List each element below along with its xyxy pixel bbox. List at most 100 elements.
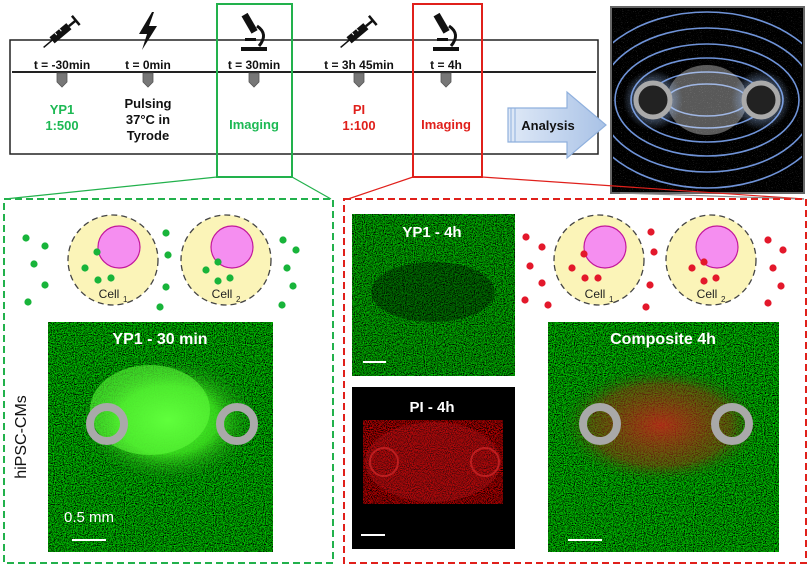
step-label: Tyrode: [127, 128, 169, 143]
yp1-4h-image: YP1 - 4h: [352, 214, 515, 376]
cell-label: Cell: [585, 287, 606, 301]
cell-label: Cell: [697, 287, 718, 301]
dye-dot: [81, 264, 89, 272]
step-label: Pulsing: [125, 96, 172, 111]
lightning-icon: [139, 12, 157, 50]
zoom-connector-red-left: [347, 176, 414, 200]
timeline-step: t = 4h Imaging: [421, 12, 471, 132]
composite-4h-image: Composite 4h: [548, 322, 779, 552]
dye-dot: [156, 303, 164, 311]
dye-dot: [544, 301, 552, 309]
timeline-box: [9, 39, 599, 155]
dye-dot: [41, 242, 49, 250]
dye-dot: [779, 246, 787, 254]
dye-dot: [162, 283, 170, 291]
dye-dot: [538, 279, 546, 287]
dye-dot: [764, 299, 772, 307]
dye-dot: [107, 274, 115, 282]
dye-dot: [700, 277, 708, 285]
cell-subscript: 1: [123, 295, 128, 304]
syringe-icon: [340, 15, 378, 49]
imaging-30min-highlight: [216, 3, 293, 178]
step-label: PI: [353, 102, 365, 117]
cell-label: Cell: [212, 287, 233, 301]
electrode-left: [633, 80, 673, 120]
electrode-right: [216, 403, 258, 445]
field-line-image: [610, 6, 805, 194]
imaging-4h-highlight: [412, 3, 483, 178]
dye-dot: [764, 236, 772, 244]
electrode-right: [741, 80, 781, 120]
dye-dot: [30, 260, 38, 268]
nucleus: [583, 225, 627, 269]
analysis-arrow: Analysis: [507, 90, 607, 160]
dye-dot: [226, 274, 234, 282]
dye-dot: [292, 246, 300, 254]
cell-subscript: 1: [609, 295, 614, 304]
dye-dot: [214, 258, 222, 266]
step-marker: [353, 72, 365, 88]
dye-dot: [650, 248, 658, 256]
dye-dot: [526, 262, 534, 270]
cell-subscript: 2: [721, 295, 726, 304]
yp1-30min-title: YP1 - 30 min: [112, 331, 207, 348]
step-label: Imaging: [421, 117, 471, 132]
dye-dot: [568, 264, 576, 272]
right-panel-frame: [343, 198, 807, 564]
step-label: 1:500: [45, 118, 78, 133]
dye-dot: [646, 281, 654, 289]
microscope-icon: [433, 12, 459, 51]
dye-dot: [521, 296, 529, 304]
electrode-left: [86, 403, 128, 445]
zoom-connector-red-right: [481, 176, 805, 200]
step-label: 1:100: [342, 118, 375, 133]
step-time: t = 4h: [430, 58, 462, 72]
dye-dot: [594, 274, 602, 282]
dye-dot: [278, 301, 286, 309]
dye-dot: [700, 258, 708, 266]
dye-dot: [41, 281, 49, 289]
yp1-4h-title: YP1 - 4h: [402, 224, 461, 241]
nucleus: [695, 225, 739, 269]
cell-label: Cell: [99, 287, 120, 301]
dye-dot: [164, 251, 172, 259]
dye-dot: [202, 266, 210, 274]
dye-dot: [24, 298, 32, 306]
dye-dot: [580, 250, 588, 258]
dye-dot: [289, 282, 297, 290]
scale-bar-label: 0.5 mm: [64, 509, 114, 526]
dye-dot: [162, 229, 170, 237]
step-label: YP1: [50, 102, 75, 117]
pi-4h-title: PI - 4h: [409, 399, 454, 416]
zoom-connector-green-left: [4, 176, 218, 200]
nucleus: [210, 225, 254, 269]
microscope-icon: [241, 12, 267, 51]
dye-dot: [93, 248, 101, 256]
dye-dot: [279, 236, 287, 244]
dye-dot: [22, 234, 30, 242]
zoom-connector-green-right: [291, 176, 332, 200]
step-label: Imaging: [229, 117, 279, 132]
step-time: t = -30min: [34, 58, 90, 72]
step-time: t = 30min: [228, 58, 280, 72]
cell-type-label: hiPSC-CMs: [13, 395, 30, 479]
dye-dot: [538, 243, 546, 251]
yp1-30min-image: YP1 - 30 min 0.5 mm: [48, 322, 273, 552]
dye-dot: [688, 264, 696, 272]
dye-dot: [642, 303, 650, 311]
step-time: t = 0min: [125, 58, 171, 72]
electrode-left: [579, 403, 621, 445]
step-marker: [248, 72, 260, 88]
dye-dot: [712, 274, 720, 282]
